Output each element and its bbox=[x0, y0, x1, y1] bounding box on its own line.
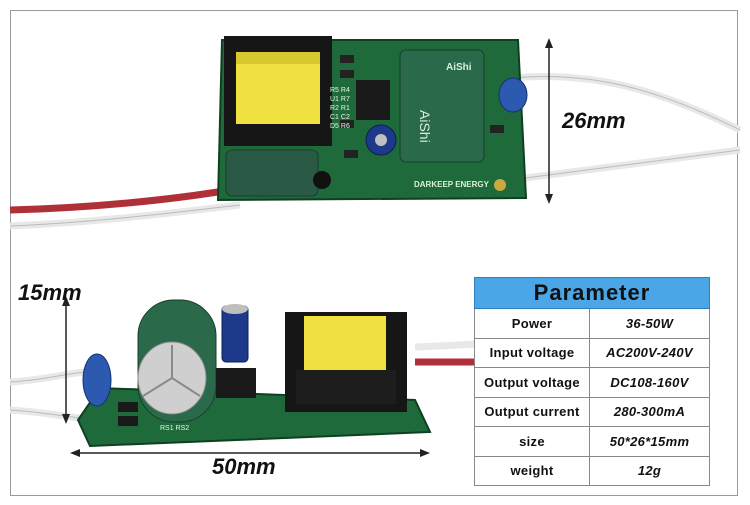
ref-label: C2 bbox=[340, 114, 350, 121]
pcb-ref-labels: R5 R4 U1 R7 R2 R1 C1 C2 D5 R6 bbox=[330, 86, 354, 131]
table-row: Input voltage AC200V-240V bbox=[474, 338, 710, 368]
ref-label: RS2 bbox=[175, 425, 190, 432]
ref-label: C1 bbox=[330, 114, 339, 121]
parameter-table-title: Parameter bbox=[474, 277, 710, 309]
electrolytic-capacitor-top bbox=[399, 49, 485, 163]
param-value: 50*26*15mm bbox=[609, 433, 690, 449]
ref-label: R2 bbox=[330, 105, 339, 112]
pcb-side-text: DARKEEP ENERGY bbox=[414, 180, 489, 189]
white-wire-side-3 bbox=[414, 340, 477, 351]
ref-label: D5 bbox=[330, 123, 339, 130]
dimension-height-label: 15mm bbox=[18, 280, 82, 305]
small-capacitor-side bbox=[221, 305, 249, 363]
table-row: Power 36-50W bbox=[474, 309, 710, 339]
ref-label: R5 bbox=[330, 87, 339, 94]
ref-label: U1 bbox=[330, 96, 339, 103]
param-label: size bbox=[475, 427, 590, 456]
ref-label: R1 bbox=[340, 105, 350, 112]
blue-disc-capacitor-top bbox=[498, 77, 528, 113]
table-row: size 50*26*15mm bbox=[474, 427, 710, 457]
param-label: Output current bbox=[475, 397, 590, 426]
table-row: Output voltage DC108-160V bbox=[474, 368, 710, 398]
svg-text:AiShi: AiShi bbox=[417, 110, 433, 143]
param-label: Power bbox=[475, 309, 590, 338]
lying-capacitor-top bbox=[225, 149, 319, 197]
table-row: weight 12g bbox=[474, 456, 710, 486]
ic-chip-top bbox=[356, 80, 390, 120]
ref-label: R7 bbox=[340, 96, 350, 103]
ref-label: R6 bbox=[340, 123, 350, 130]
param-value: 12g bbox=[637, 463, 662, 479]
ref-label: R4 bbox=[340, 87, 350, 94]
param-label: weight bbox=[475, 456, 590, 485]
param-value: DC108-160V bbox=[610, 374, 689, 390]
dimension-width-label: 26mm bbox=[562, 108, 626, 133]
ic-chip-side bbox=[216, 368, 256, 398]
pcb-ref-labels-side: RS1 RS2 bbox=[160, 425, 189, 432]
dimension-length-label: 50mm bbox=[212, 454, 276, 479]
white-wire-top-right-1 bbox=[511, 73, 742, 134]
ref-label: RS1 bbox=[160, 425, 174, 432]
table-row: Output current 280-300mA bbox=[474, 397, 710, 427]
param-value: 36-50W bbox=[625, 315, 674, 331]
param-value: 280-300mA bbox=[613, 404, 686, 420]
pcb-brand-text: AiShi bbox=[446, 62, 472, 73]
parameter-table: Power 36-50W Input voltage AC200V-240V O… bbox=[474, 309, 710, 486]
red-wire-top bbox=[9, 186, 231, 214]
blue-disc-capacitor-side bbox=[82, 353, 112, 407]
param-value: AC200V-240V bbox=[606, 345, 693, 361]
param-label: Input voltage bbox=[475, 338, 590, 367]
param-label: Output voltage bbox=[475, 368, 590, 397]
